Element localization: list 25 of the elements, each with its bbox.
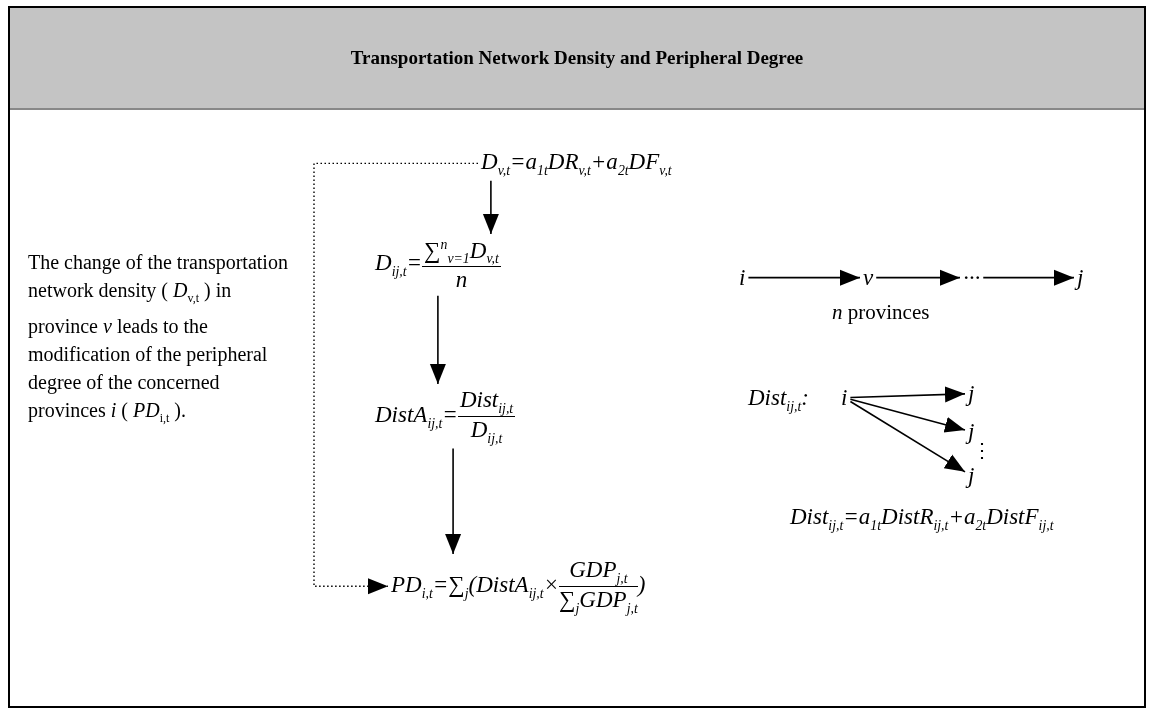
title-text: Transportation Network Density and Peripheral Degree xyxy=(350,47,804,69)
variable-text: i xyxy=(736,262,749,294)
arrow xyxy=(875,269,961,286)
arrow xyxy=(429,294,446,385)
arrow xyxy=(849,386,966,403)
ellipsis-text: ··· xyxy=(960,262,984,294)
arrow xyxy=(445,447,462,555)
arrow xyxy=(849,400,966,473)
variable-text: j xyxy=(965,460,978,492)
caption-text: n provinces xyxy=(832,300,930,325)
arrow xyxy=(482,179,499,235)
variable-text: v xyxy=(860,262,877,294)
description-text: The change of the transportation network density ( D$_{v,t}$ ) in province v leads to the modification of the peripheral degree of the concerned provinces i ( PD$_{i,t}$ ). xyxy=(28,250,289,427)
variable-text: j xyxy=(965,378,978,410)
dotted-arrow xyxy=(313,162,479,595)
arrow xyxy=(849,398,966,433)
node-caption: Dist$_{ij,t}$: xyxy=(748,385,809,415)
variable-text: j xyxy=(1074,262,1087,294)
formula-text: D$_{v,t}$=a$_{1t}$DR$_{v,t}$+a$_{2t}$DF$_{v,t}$ xyxy=(478,146,675,181)
variable-text: i xyxy=(838,382,851,414)
formula-text: PD$_{i,t}$=∑$_{j}$(DistA$_{ij,t}$× GDP$_{j,t}$ ∑$_{j}$GDP$_{j,t}$ ) xyxy=(388,554,649,619)
formula-text: D$_{ij,t}$=∑$^{n}$$_{v=1}$D$_{v,t}$ n xyxy=(372,234,504,296)
arrow xyxy=(982,269,1075,286)
formula-text: Dist$_{ij,t}$=a$_{1t}$DistR$_{ij,t}$+a$_{2t}$DistF$_{ij,t}$ xyxy=(790,504,1054,534)
arrow xyxy=(747,269,861,286)
